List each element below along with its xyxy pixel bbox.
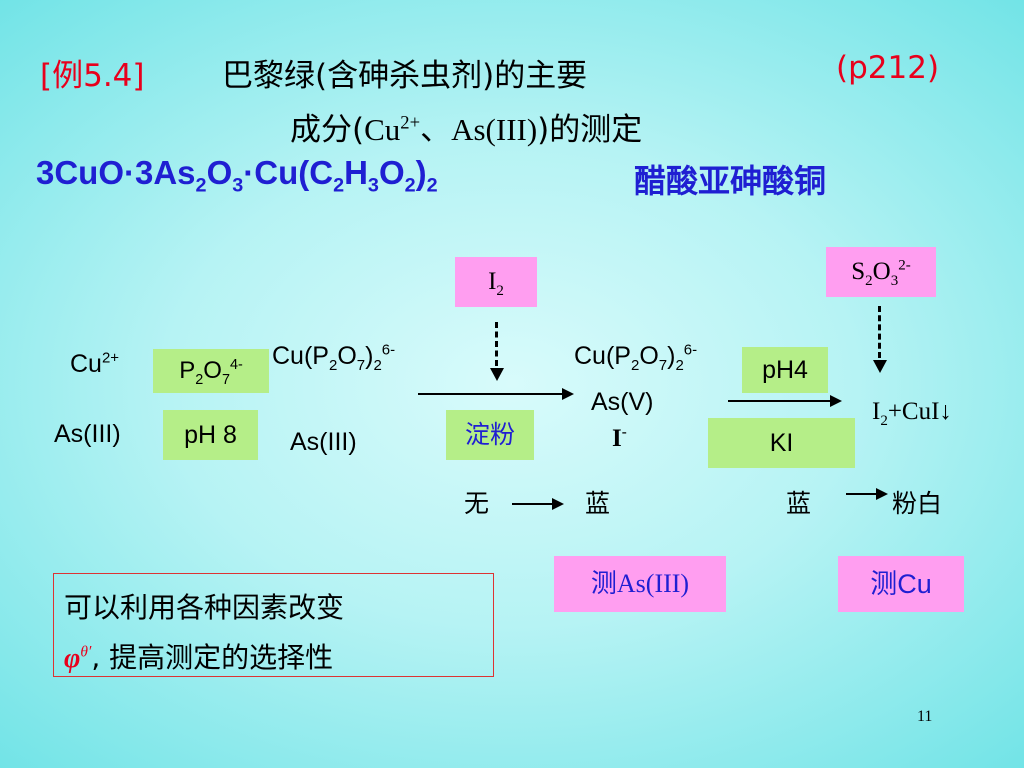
color-arrow-2-icon: [876, 488, 888, 500]
starch-indicator-box: 淀粉: [446, 410, 534, 460]
arsenic-iii-middle: As(III): [290, 428, 357, 456]
pyrophosphate-reagent-box: P2O74-: [153, 349, 269, 393]
note-line2: φθ′, 提高测定的选择性: [64, 641, 334, 674]
note-line1: 可以利用各种因素改变: [64, 591, 345, 624]
arsenic-iii-left: As(III): [54, 420, 121, 448]
reaction-arrow-1-icon: [562, 388, 574, 400]
thiosulfate-dashed-line: [878, 306, 881, 358]
copper-pyrophosphate-complex-1: Cu(P2O7)26-: [272, 341, 396, 374]
title-line2: 成分(Cu2+、As(III))的测定: [290, 112, 643, 148]
measure-arsenic-box: 测As(III): [554, 556, 726, 612]
compound-name: 醋酸亚砷酸铜: [634, 162, 827, 200]
ph8-condition-box: pH 8: [163, 410, 258, 460]
color-blue-1: 蓝: [585, 489, 611, 518]
color-blue-2: 蓝: [786, 489, 812, 518]
iodine-arrow-down-icon: [490, 368, 504, 381]
note-box: [53, 573, 494, 677]
reaction-arrow-2-icon: [830, 395, 842, 407]
copper-ion: Cu2+: [70, 349, 120, 378]
thiosulfate-arrow-down-icon: [873, 360, 887, 373]
reaction-arrow-2-line: [728, 400, 832, 402]
potassium-iodide-box: KI: [708, 418, 855, 468]
reaction-product: I2+CuI↓: [872, 398, 952, 429]
formula: 3CuO·3As2O3·Cu(C2H3O2)2: [36, 154, 438, 197]
color-arrow-2-line: [846, 493, 878, 495]
page-number: 11: [917, 708, 933, 725]
copper-pyrophosphate-complex-2: Cu(P2O7)26-: [574, 341, 698, 374]
arsenic-v: As(V): [591, 388, 654, 416]
color-arrow-1-line: [512, 503, 554, 505]
iodine-reagent-box: I2: [455, 257, 537, 307]
reaction-arrow-1-line: [418, 393, 564, 395]
example-tag: [例5.4]: [40, 58, 145, 94]
color-pink-white: 粉白: [892, 489, 943, 518]
iodide-ion: I-: [612, 424, 627, 452]
iodine-dashed-line: [495, 322, 498, 366]
thiosulfate-reagent-box: S2O32-: [826, 247, 936, 297]
color-arrow-1-icon: [552, 498, 564, 510]
color-none: 无: [464, 489, 490, 518]
ph4-condition-box: pH4: [742, 347, 828, 393]
title-line1: 巴黎绿(含砷杀虫剂)的主要: [222, 58, 588, 94]
page-ref: (p212): [836, 50, 940, 86]
measure-copper-box: 测Cu: [838, 556, 964, 612]
